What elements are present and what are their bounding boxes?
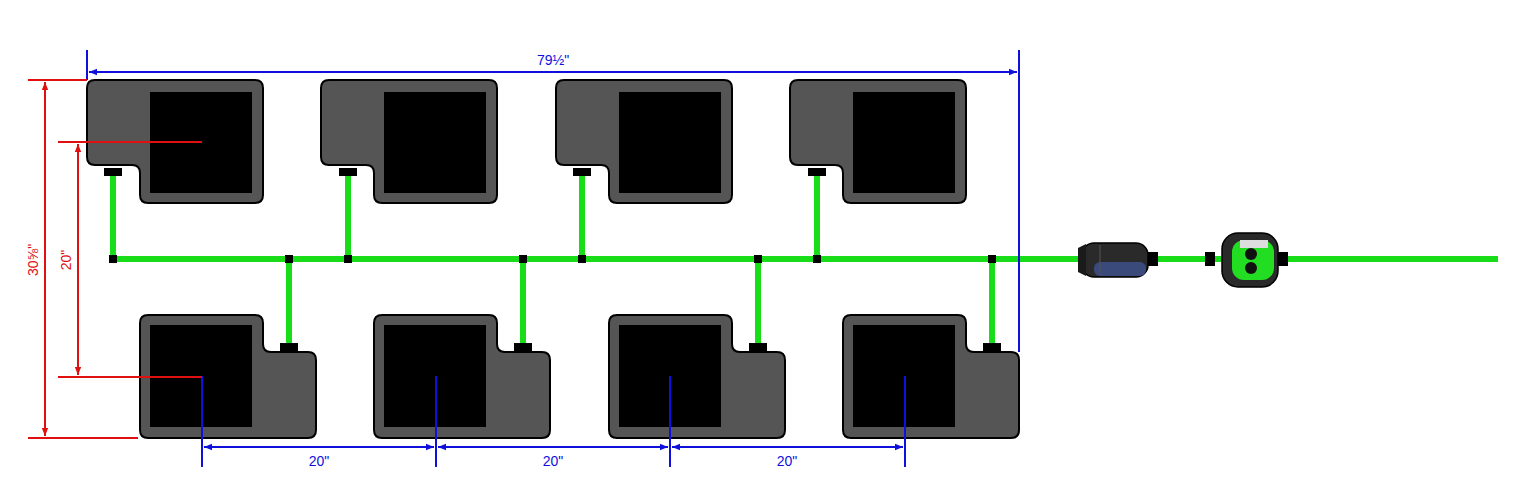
pot-media bbox=[384, 92, 486, 193]
fitting bbox=[573, 168, 591, 176]
dimension-label: 30⅝" bbox=[25, 242, 41, 278]
main-pipe bbox=[111, 256, 1498, 262]
tee bbox=[754, 255, 762, 263]
drip-line bbox=[579, 172, 585, 259]
drip-line bbox=[345, 172, 351, 259]
pot-media bbox=[853, 92, 955, 193]
drip-line bbox=[814, 172, 820, 259]
fitting bbox=[808, 168, 826, 176]
pot-media bbox=[619, 92, 721, 193]
tee bbox=[285, 255, 293, 263]
tee bbox=[813, 255, 821, 263]
dimension-lines bbox=[28, 50, 1019, 467]
dimension-label: 20" bbox=[541, 453, 566, 469]
tee bbox=[988, 255, 996, 263]
dimension-label: 20" bbox=[58, 248, 74, 273]
dimension-label: 79½" bbox=[535, 52, 571, 68]
fitting bbox=[280, 343, 298, 351]
drip-line bbox=[110, 172, 116, 259]
tee bbox=[578, 255, 586, 263]
tee bbox=[109, 255, 117, 263]
pump-symbol bbox=[1205, 233, 1288, 287]
drip-line bbox=[520, 259, 526, 347]
dimension-label: 20" bbox=[307, 453, 332, 469]
fitting bbox=[339, 168, 357, 176]
fitting bbox=[749, 343, 767, 351]
drip-line bbox=[755, 259, 761, 347]
drip-line bbox=[286, 259, 292, 347]
fitting bbox=[104, 168, 122, 176]
pipes bbox=[104, 168, 1498, 351]
filter-symbol bbox=[1078, 243, 1158, 277]
dimension-label: 20" bbox=[775, 453, 800, 469]
fitting bbox=[514, 343, 532, 351]
end-cap bbox=[109, 255, 117, 263]
tee bbox=[519, 255, 527, 263]
drip-line bbox=[989, 259, 995, 347]
fitting bbox=[983, 343, 1001, 351]
tee bbox=[344, 255, 352, 263]
